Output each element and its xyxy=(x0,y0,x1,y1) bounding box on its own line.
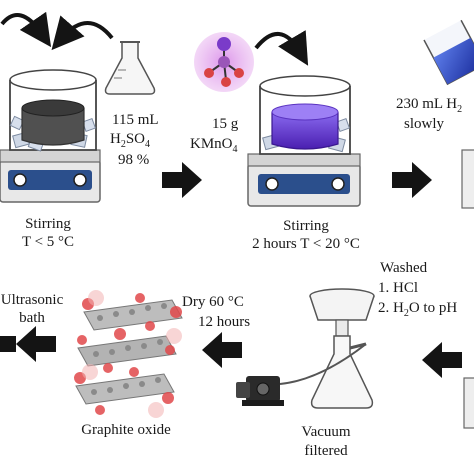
curved-arrow-icon xyxy=(0,11,52,48)
water-volume-label: 230 mL H2 xyxy=(396,96,462,115)
tilted-beaker-icon xyxy=(423,19,474,86)
wash-title-label: Washed xyxy=(380,260,428,276)
bath-label: bath xyxy=(19,310,45,326)
graphite-oxide-structure-icon xyxy=(74,290,183,418)
step1-action-label: Stirring xyxy=(25,216,71,232)
wash-step2-label: 2. H2O to pH xyxy=(378,300,457,319)
step2-condition-label: 2 hours T < 20 °C xyxy=(252,236,360,252)
vacuum-filtration-icon xyxy=(236,288,375,409)
acid-volume-label: 115 mL xyxy=(112,112,159,128)
left-arrow-icon xyxy=(202,332,242,368)
arrow-tail-partial xyxy=(0,336,16,352)
curved-arrow-icon xyxy=(254,30,309,66)
addition-rate-label: slowly xyxy=(404,116,445,132)
hotplate-beaker-graphite xyxy=(0,69,101,203)
hotplate-partial xyxy=(463,377,474,429)
oxidant-mass-label: 15 g xyxy=(212,116,239,132)
graphene-layer xyxy=(75,373,175,405)
step2-action-label: Stirring xyxy=(283,218,329,234)
left-arrow-icon xyxy=(422,342,462,378)
step1-condition-label: T < 5 °C xyxy=(22,234,74,250)
graphene-layer xyxy=(77,335,177,367)
acid-purity-label: 98 % xyxy=(118,152,149,168)
oxidant-formula-label: KMnO4 xyxy=(190,136,238,155)
left-arrow-icon xyxy=(16,326,56,362)
product-label: Graphite oxide xyxy=(81,422,171,438)
graphene-layer xyxy=(83,299,183,331)
hotplate-beaker-permanganate xyxy=(247,75,361,207)
dry-temperature-label: Dry 60 °C xyxy=(182,294,244,310)
hotplate-partial xyxy=(461,149,474,209)
acid-formula-label: H2SO4 xyxy=(110,131,150,150)
right-arrow-icon xyxy=(392,162,432,198)
filtered-label: filtered xyxy=(304,443,348,459)
erlenmeyer-flask-icon xyxy=(104,41,156,95)
curved-arrow-icon xyxy=(51,15,114,51)
wash-step1-label: 1. HCl xyxy=(378,280,418,296)
right-arrow-icon xyxy=(162,162,202,198)
dry-time-label: 12 hours xyxy=(198,314,250,330)
ultrasonic-label: Ultrasonic xyxy=(1,292,64,308)
vacuum-label: Vacuum xyxy=(301,424,350,440)
permanganate-molecule-icon xyxy=(194,32,254,92)
